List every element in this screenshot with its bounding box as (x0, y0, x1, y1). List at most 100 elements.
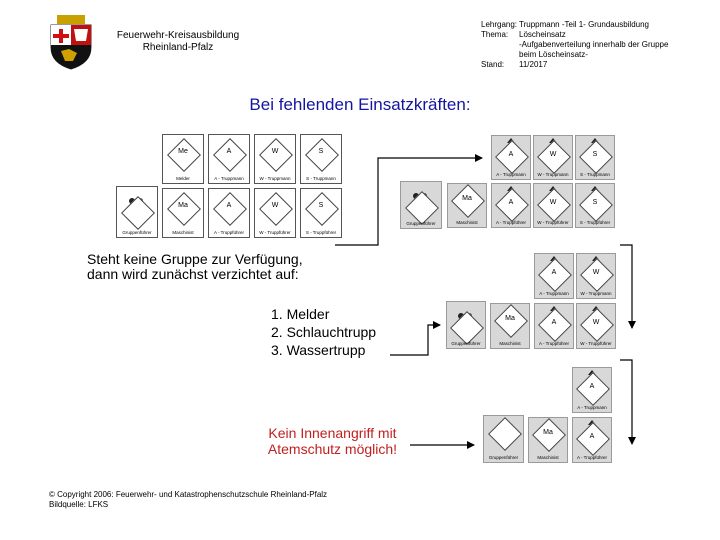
lehrgang-key: Lehrgang: (481, 20, 518, 29)
stand-value: 11/2017 (519, 60, 548, 69)
card-a-truppfuehrer: A A - Truppführer (572, 417, 612, 463)
card-label: S - Truppmann (580, 172, 610, 177)
lehrgang-value: Truppmann -Teil 1- Grundausbildung (519, 20, 649, 29)
card-label: Gruppenführer (451, 341, 481, 346)
card-w-truppmann: W W - Truppmann (254, 134, 296, 184)
card-label: Gruppenführer (406, 221, 436, 226)
card-w-truppfuehrer: W W - Truppführer (576, 303, 616, 349)
card-maschinist: Ma Maschinist (447, 183, 487, 228)
card-label: Gruppenführer (488, 455, 519, 460)
header-organization: Feuerwehr-Kreisausbildung Rheinland-Pfal… (108, 30, 248, 54)
card-label: S - Truppführer (579, 220, 611, 225)
card-label: A - Truppmann (214, 176, 244, 181)
card-code: W (271, 202, 279, 209)
card-code: A (589, 383, 595, 390)
card-a-truppfuehrer: A A - Truppführer (534, 303, 574, 349)
card-s-truppmann: S S - Truppmann (300, 134, 342, 184)
card-code: S (318, 202, 324, 209)
card-label: W - Truppführer (259, 230, 291, 235)
card-code: A (589, 433, 595, 440)
card-code: A (551, 269, 557, 276)
card-label: W - Truppmann (537, 172, 569, 177)
arrow-down-1 (620, 244, 636, 329)
card-w-truppmann: W W - Truppmann (533, 135, 573, 180)
card-melder: Me Melder (162, 134, 204, 184)
card-maschinist: Ma Maschinist (162, 188, 204, 238)
page-title: Bei fehlenden Einsatzkräften: (249, 95, 471, 114)
card-code: Ma (505, 315, 515, 322)
card-label: Melder (176, 176, 190, 181)
card-code: Me (178, 148, 188, 155)
card-code: W (592, 319, 600, 326)
thema-key: Thema: (481, 30, 509, 39)
card-s-truppmann: S S - Truppmann (575, 135, 615, 180)
card-a-truppmann: A A - Truppmann (572, 367, 612, 413)
card-code: A (226, 148, 232, 155)
thema-value: Löscheinsatz -Aufgabenverteilung innerha… (519, 30, 669, 59)
card-a-truppmann: A A - Truppmann (534, 253, 574, 299)
card-label: Maschinist (499, 341, 521, 346)
footer: © Copyright 2006: Feuerwehr- und Katastr… (49, 490, 327, 510)
reduced-staffel-diagram: A A - Truppmann W W - Truppmann Gruppenf… (446, 253, 616, 350)
card-gruppenfuehrer: Gruppenführer (483, 415, 524, 463)
card-maschinist: Ma Maschinist (490, 303, 530, 349)
copyright-text: © Copyright 2006: Feuerwehr- und Katastr… (49, 490, 328, 499)
body-line-2: dann wird zunächst verzichtet auf: (87, 266, 299, 282)
card-label: A - Truppführer (576, 455, 607, 460)
card-label: Maschinist (172, 230, 194, 235)
body-text: Steht keine Gruppe zur Verfügung, dann w… (87, 252, 303, 282)
card-code: A (508, 151, 514, 158)
image-source-text: Bildquelle: LFKS (49, 500, 109, 509)
card-maschinist: Ma Maschinist (528, 417, 568, 463)
card-code: S (592, 199, 598, 206)
card-a-truppfuehrer: A A - Truppführer (491, 183, 531, 228)
card-label: S - Truppmann (306, 176, 336, 181)
card-code: W (271, 148, 279, 155)
meta-thema: Thema: Löscheinsatz -Aufgabenverteilung … (481, 30, 711, 60)
card-w-truppfuehrer: W W - Truppführer (254, 188, 296, 238)
card-a-truppfuehrer: A A - Truppführer (208, 188, 250, 238)
card-code: Ma (462, 195, 472, 202)
card-label: Maschinist (456, 220, 478, 225)
card-label: Maschinist (537, 455, 559, 460)
card-w-truppfuehrer: W W - Truppführer (533, 183, 573, 228)
staffel-diagram: A A - Truppmann W W - Truppmann S S - Tr… (400, 135, 615, 230)
card-label: A - Truppführer (538, 341, 569, 346)
org-line-1: Feuerwehr-Kreisausbildung (116, 30, 240, 41)
card-gruppenfuehrer: Gruppenführer (400, 181, 442, 229)
header-meta: Lehrgang: Truppmann -Teil 1- Grundausbil… (481, 20, 711, 70)
card-code: Ma (543, 429, 553, 436)
card-label: S - Truppführer (305, 230, 337, 235)
card-code: A (508, 199, 514, 206)
card-a-truppmann: A A - Truppmann (491, 135, 531, 180)
stand-key: Stand: (481, 60, 505, 69)
list-item: 3. Wassertrupp (271, 342, 366, 358)
card-label: W - Truppführer (537, 220, 569, 225)
card-label: Gruppenführer (122, 230, 152, 235)
card-code: A (226, 202, 232, 209)
org-line-2: Rheinland-Pfalz (142, 42, 214, 53)
card-label: W - Truppführer (580, 341, 612, 346)
card-label: A - Truppführer (495, 220, 526, 225)
arrow-to-staffel (335, 154, 483, 246)
omission-list: 1. Melder 2. Schlauchtrupp 3. Wassertrup… (271, 305, 376, 359)
warning-text: Kein Innenangriff mit Atemschutz möglich… (250, 425, 415, 457)
card-code: W (549, 151, 557, 158)
arrow-to-reduced-staffel (390, 321, 441, 356)
card-code: S (318, 148, 324, 155)
card-code: W (549, 199, 557, 206)
card-label: W - Truppmann (580, 291, 612, 296)
trupp-diagram: A A - Truppmann Gruppenführer Ma Maschin… (483, 367, 613, 464)
warning-line-1: Kein Innenangriff mit (268, 425, 397, 441)
card-label: A - Truppführer (213, 230, 244, 235)
full-group-diagram: Me Melder A A - Truppmann W W - Truppman… (112, 134, 344, 238)
card-code: W (592, 269, 600, 276)
card-label: A - Truppmann (577, 405, 607, 410)
card-w-truppmann: W W - Truppmann (576, 253, 616, 299)
card-a-truppmann: A A - Truppmann (208, 134, 250, 184)
card-label: A - Truppmann (539, 291, 569, 296)
card-label: A - Truppmann (496, 172, 526, 177)
meta-stand: Stand: 11/2017 (481, 60, 711, 70)
card-s-truppfuehrer: S S - Truppführer (300, 188, 342, 238)
arrow-down-2 (620, 359, 636, 445)
